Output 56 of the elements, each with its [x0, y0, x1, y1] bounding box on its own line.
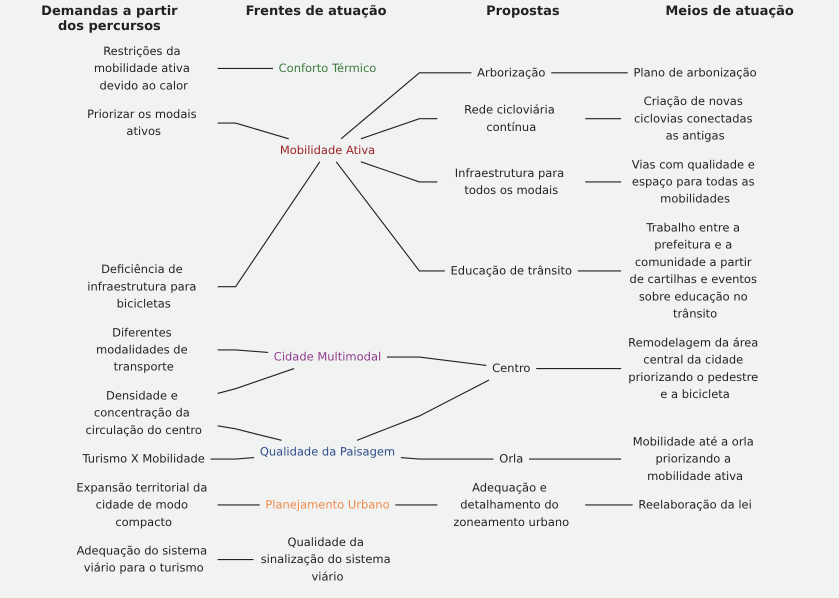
- column-header: Propostas: [485, 4, 561, 21]
- connector: [536, 368, 622, 370]
- connector: [395, 504, 438, 506]
- connector: [218, 68, 273, 70]
- node-text: Conforto Térmico: [278, 61, 376, 75]
- connector: [218, 349, 268, 353]
- connector: [218, 122, 290, 140]
- column-header: Frentes de atuação: [244, 4, 388, 21]
- node-text: Remodelagem da área central da cidade priorizando o pedestre e a bicicleta: [628, 336, 758, 401]
- node-text: Turismo X Mobilidade: [82, 452, 205, 466]
- connector: [529, 458, 622, 460]
- node-text: Orla: [499, 452, 524, 466]
- connector: [340, 72, 472, 140]
- node-text: Mobilidade Ativa: [280, 143, 376, 157]
- connector: [585, 181, 622, 182]
- connector: [218, 504, 260, 506]
- connector: [218, 368, 294, 394]
- node-text: Priorizar os modais ativos: [87, 107, 197, 138]
- connector: [400, 457, 494, 460]
- node-text: Reelaboração da lei: [638, 498, 752, 512]
- node-text: Plano de arbonização: [634, 66, 757, 80]
- node-text: Centro: [492, 361, 531, 376]
- column-header: Demandas a partir dos percursos: [40, 4, 179, 34]
- node-text: Trabalho entre a prefeitura e a comunidade a partir de cartilhas e eventos sobre educação no trânsito: [630, 220, 758, 320]
- connector: [360, 118, 438, 140]
- column-header: Meios de atuação: [664, 4, 795, 21]
- connector: [210, 457, 254, 460]
- connector: [356, 380, 490, 441]
- connector: [387, 356, 487, 366]
- node-text: Diferentes modalidades de transporte: [96, 325, 188, 374]
- node-text: Densidade e concentração da circulação do centro: [86, 388, 202, 437]
- connector: [218, 558, 254, 560]
- node-text: Educação de trânsito: [450, 264, 572, 278]
- connector: [336, 161, 445, 272]
- node-text: Rede cicloviária contínua: [464, 102, 555, 134]
- node-text: Arborização: [477, 66, 546, 80]
- connector: [360, 161, 438, 182]
- connector: [585, 504, 633, 506]
- node-text: Restrições da mobilidade ativa devido ao calor: [94, 44, 190, 92]
- connector: [218, 425, 282, 441]
- node-text: Adequação do sistema viário para o turismo: [76, 544, 208, 575]
- connector: [551, 72, 628, 74]
- node-text: Infraestrutura para todos os modais: [454, 166, 564, 197]
- node-text: Planejamento Urbano: [265, 498, 390, 512]
- node-text: Deficiência de infraestrutura para bicicletas: [87, 262, 197, 310]
- node-text: Cidade Multimodal: [274, 350, 382, 364]
- node-text: Expansão territorial da cidade de modo compacto: [76, 480, 208, 529]
- node-text: Vias com qualidade e espaço para todas as mobilidades: [632, 157, 755, 206]
- node-text: Criação de novas ciclovias conectadas as antigas: [634, 94, 753, 142]
- connector: [218, 161, 320, 288]
- connector: [585, 118, 622, 120]
- node-text: Mobilidade até a orla priorizando a mobilidade ativa: [632, 434, 754, 483]
- connector: [578, 270, 622, 272]
- node-text: Qualidade da sinalização do sistema viário: [260, 535, 391, 584]
- node-text: Qualidade da Paisagem: [260, 444, 396, 458]
- node-text: Adequação e detalhamento do zoneamento urbano: [453, 480, 570, 529]
